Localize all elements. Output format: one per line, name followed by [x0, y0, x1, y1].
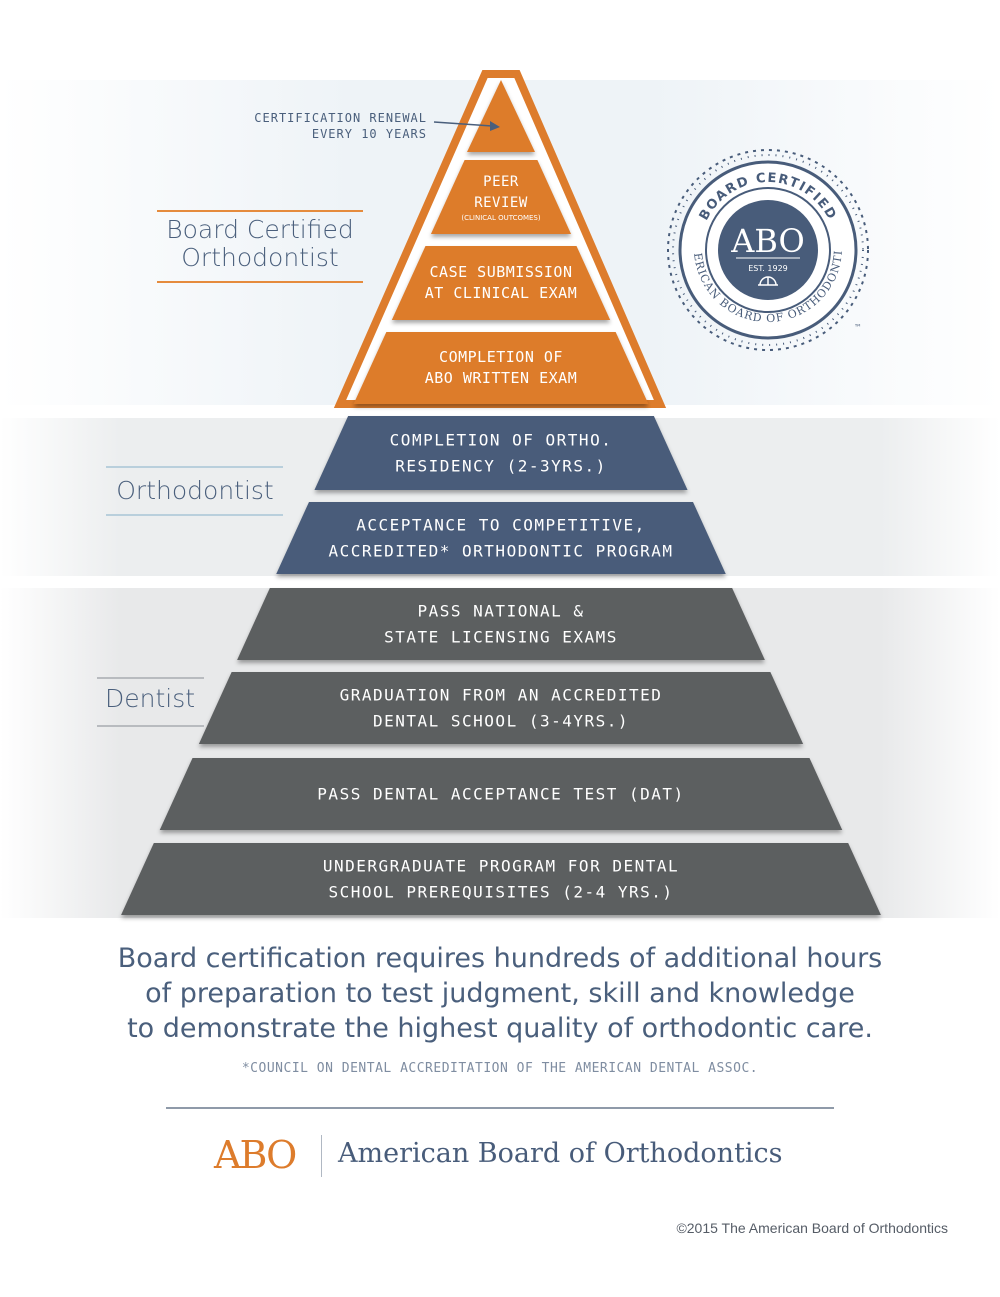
- org-name: American Board of Orthodontics: [338, 1138, 783, 1169]
- laurel-wreath-icon: [667, 149, 869, 351]
- board-rule-bottom: [157, 281, 363, 283]
- summary-text: Board certification requires hundreds of…: [0, 941, 1000, 1046]
- step-licensing-exams-line-2: STATE LICENSING EXAMS: [384, 628, 618, 647]
- step-licensing-exams: [237, 588, 765, 660]
- step-peer-review-line-1: PEER: [483, 174, 519, 190]
- dentist-rule-top: [97, 677, 204, 679]
- annotation-line-2: EVERY 10 YEARS: [312, 127, 427, 141]
- footer-rule: [166, 1107, 834, 1109]
- certification-pyramid: PEER REVIEW (CLINICAL OUTCOMES) CASE SUBMIS…: [121, 70, 881, 915]
- copyright: ©2015 The American Board of Orthodontics: [676, 1220, 948, 1236]
- step-ortho-residency-line-1: COMPLETION OF ORTHO.: [390, 431, 613, 450]
- annotation-arrow: [433, 121, 493, 127]
- step-dental-school: [198, 672, 804, 744]
- step-written-exam-line-1: COMPLETION OF: [439, 348, 563, 366]
- ortho-rule-top: [106, 466, 283, 468]
- tier-label-ortho: Orthodontist: [116, 476, 274, 505]
- step-ortho-program-line-1: ACCEPTANCE TO COMPETITIVE,: [356, 516, 645, 535]
- abo-certification-seal: BOARD CERTIFIED AMERICAN BOARD OF ORTHOD…: [658, 140, 869, 351]
- step-undergraduate: [121, 843, 881, 915]
- seal-center-disc: [718, 200, 818, 300]
- footnote: *COUNCIL ON DENTAL ACCREDITATION OF THE …: [241, 1061, 759, 1076]
- tier-label-dentist: Dentist: [104, 684, 196, 713]
- step-peer-review-sub: (CLINICAL OUTCOMES): [461, 214, 540, 222]
- board-rule-top: [157, 210, 363, 212]
- seal-est: EST. 1929: [748, 264, 788, 273]
- step-ortho-program-line-2: ACCREDITED* ORTHODONTIC PROGRAM: [328, 542, 673, 561]
- step-peer-review-line-2: REVIEW: [474, 195, 528, 211]
- tier-board-line-2: Orthodontist: [181, 243, 339, 272]
- seal-tm: ™: [854, 323, 862, 332]
- step-ortho-residency: [314, 416, 688, 490]
- summary-line-2: of preparation to test judgment, skill a…: [145, 978, 855, 1009]
- step-undergraduate-line-1: UNDERGRADUATE PROGRAM FOR DENTAL: [323, 857, 679, 876]
- step-case-submission-line-1: CASE SUBMISSION: [430, 263, 573, 281]
- step-peer-review: [430, 160, 572, 234]
- step-case-submission-line-2: AT CLINICAL EXAM: [425, 284, 578, 302]
- summary-line-1: Board certification requires hundreds of…: [117, 943, 883, 974]
- annotation-line-1: CERTIFICATION RENEWAL: [254, 111, 427, 125]
- step-dental-school-line-2: DENTAL SCHOOL (3-4YRS.): [373, 712, 629, 731]
- ortho-rule-bottom: [106, 514, 283, 516]
- step-ortho-residency-line-2: RESIDENCY (2-3YRS.): [395, 457, 607, 476]
- apex-block: [467, 80, 535, 152]
- step-written-exam: [353, 332, 649, 404]
- logo-divider: [321, 1135, 322, 1177]
- seal-emblem-icon: [758, 276, 778, 286]
- step-case-submission: [391, 246, 611, 320]
- tier-label-board: Board Certified Orthodontist: [150, 216, 370, 272]
- step-licensing-exams-line-1: PASS NATIONAL &: [418, 602, 585, 621]
- step-dat-line-1: PASS DENTAL ACCEPTANCE TEST (DAT): [317, 785, 684, 804]
- pyramid-outline: [333, 70, 667, 408]
- summary-line-3: to demonstrate the highest quality of or…: [127, 1013, 873, 1044]
- arrow-head-icon: [490, 121, 500, 131]
- tier-board-line-1: Board Certified: [166, 215, 354, 244]
- step-dat: [159, 758, 843, 830]
- seal-abo: ABO: [730, 222, 804, 260]
- step-ortho-program: [276, 502, 726, 574]
- step-undergraduate-line-2: SCHOOL PREREQUISITES (2-4 YRS.): [328, 883, 673, 902]
- step-written-exam-line-2: ABO WRITTEN EXAM: [425, 369, 578, 387]
- abo-logo: ABO: [214, 1133, 297, 1177]
- step-dental-school-line-1: GRADUATION FROM AN ACCREDITED: [340, 686, 663, 705]
- dentist-rule-bottom: [97, 725, 204, 727]
